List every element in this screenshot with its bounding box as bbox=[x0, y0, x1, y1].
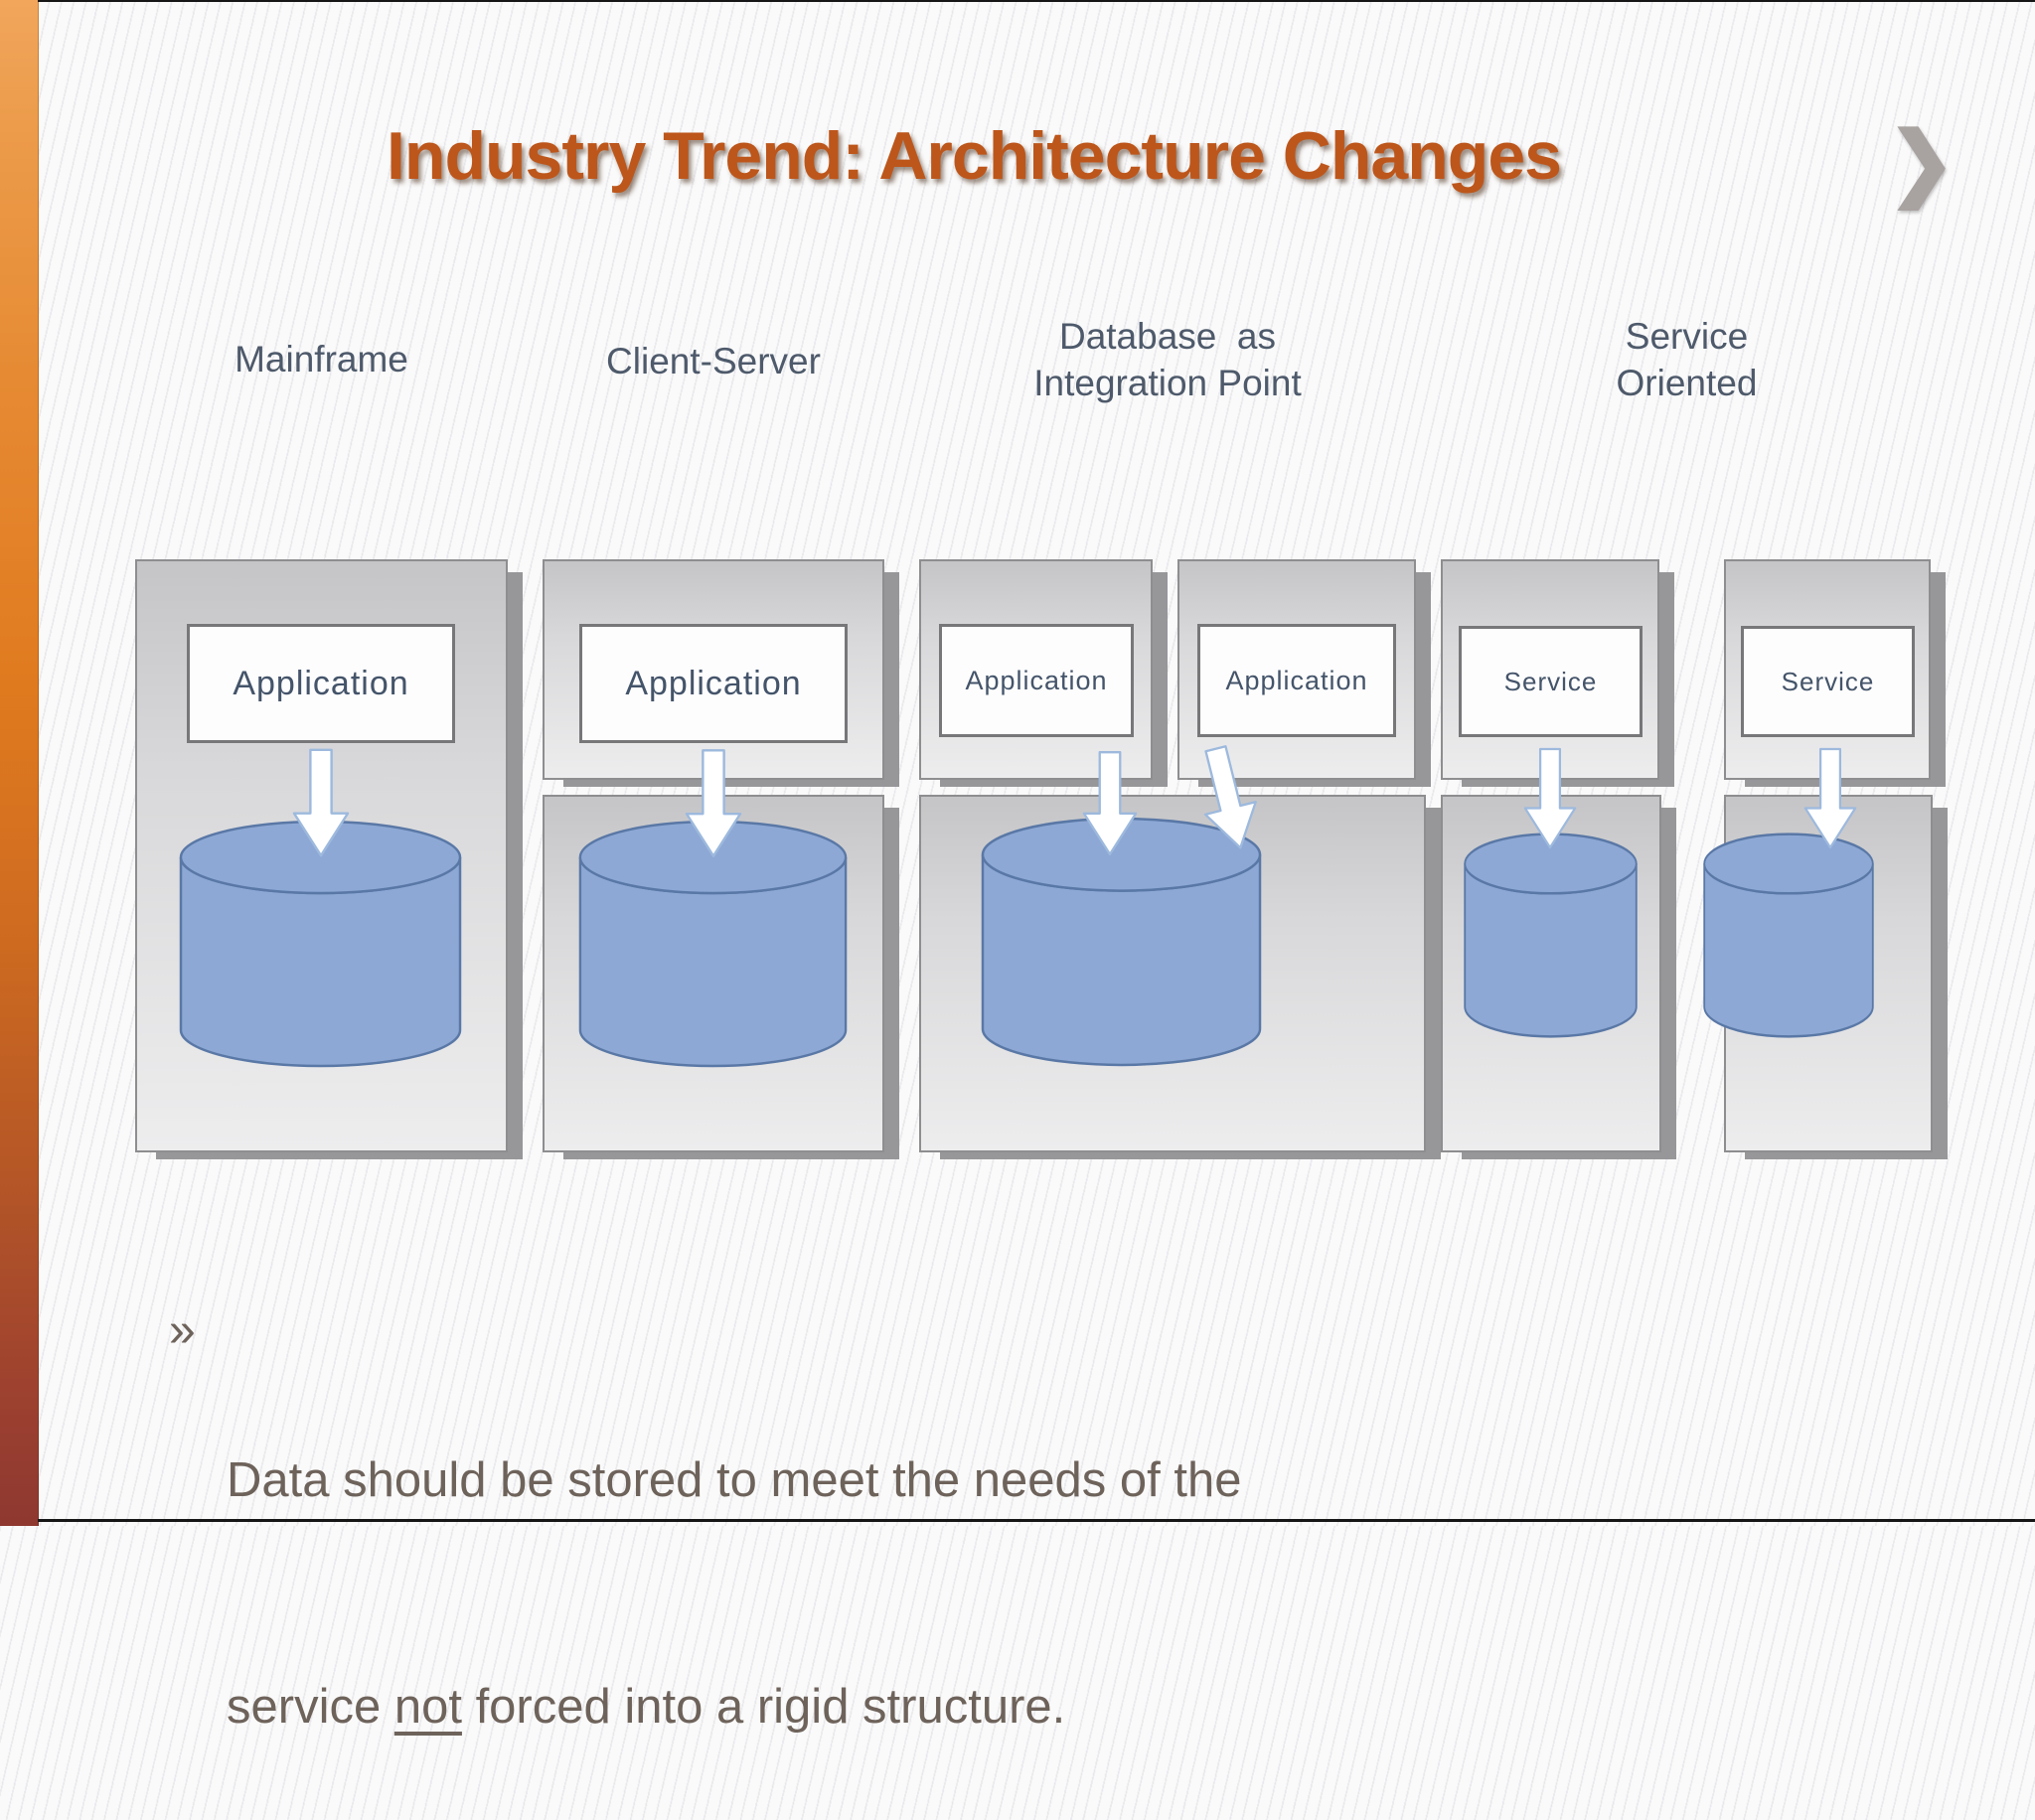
database-cylinder-icon-mainframe bbox=[179, 820, 462, 1068]
underlined-word: not bbox=[393, 1680, 462, 1734]
app-box-client-server: Application bbox=[579, 624, 848, 743]
bullet-marker: » bbox=[169, 1304, 196, 1357]
database-cylinder-icon-client-server bbox=[578, 820, 848, 1068]
bullet-line-1: Data should be stored to meet the needs … bbox=[227, 1453, 1242, 1507]
database-cylinder-icon-soa-left bbox=[1464, 833, 1638, 1038]
arrow-down-icon-soa-left bbox=[1523, 747, 1577, 849]
arrow-down-icon-soa-right bbox=[1803, 747, 1857, 849]
arrow-down-icon-db-left bbox=[1082, 751, 1138, 856]
service-box-right: Service bbox=[1741, 626, 1915, 737]
bottom-border-line bbox=[38, 1519, 2035, 1522]
left-accent-bar bbox=[0, 0, 39, 1526]
database-cylinder-icon-soa-right bbox=[1703, 833, 1874, 1038]
bullet-line-2: service not forced into a rigid structur… bbox=[227, 1680, 1066, 1734]
column-label-mainframe: Mainframe bbox=[235, 339, 408, 379]
column-label-client-server: Client-Server bbox=[606, 341, 821, 381]
slide-title: Industry Trend: Architecture Changes bbox=[387, 118, 1562, 194]
arrow-down-icon-mainframe bbox=[292, 748, 350, 857]
app-box-db-left: Application bbox=[939, 624, 1134, 737]
database-cylinder-icon-db-integration bbox=[981, 817, 1262, 1067]
service-box-left: Service bbox=[1459, 626, 1643, 737]
app-box-db-right: Application bbox=[1197, 624, 1396, 737]
app-box-mainframe: Application bbox=[187, 624, 455, 743]
top-border-line bbox=[38, 0, 2035, 2]
arrow-down-icon-client-server bbox=[685, 749, 742, 857]
arrow-down-icon-db-right bbox=[1203, 745, 1257, 849]
bullet-text: Data should be stored to meet the needs … bbox=[227, 1291, 1618, 1820]
chevron-right-icon: ❯ bbox=[1887, 117, 1956, 208]
